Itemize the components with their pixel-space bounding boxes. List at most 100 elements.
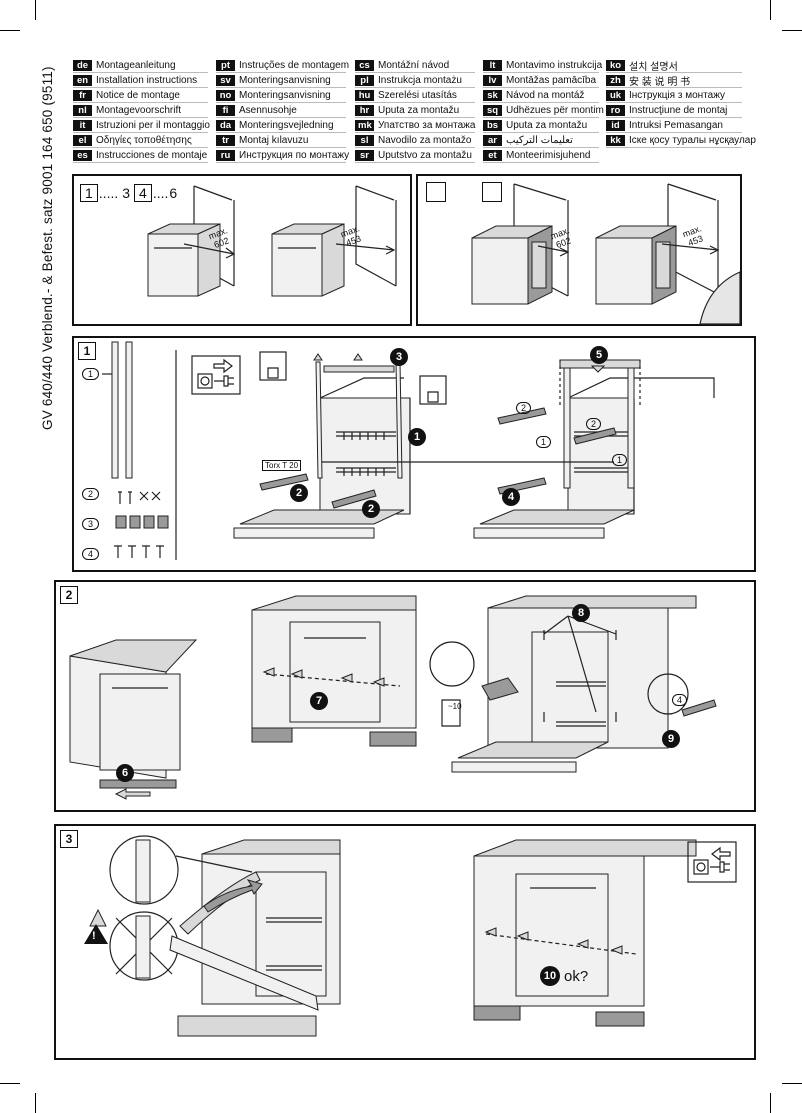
part-callout: 4 xyxy=(672,694,688,706)
ok-check: 10 ok? xyxy=(540,966,588,986)
language-title: Installation instructions xyxy=(96,74,198,86)
language-code: cs xyxy=(355,59,374,71)
language-code: id xyxy=(606,119,625,131)
panel-overview-right: max.602 max.453 xyxy=(416,174,742,326)
crop-mark xyxy=(0,30,20,31)
language-title: Instrukcja montażu xyxy=(378,74,462,86)
language-code: sk xyxy=(483,89,502,101)
language-title: Asennusohje xyxy=(239,104,297,116)
language-row: id Intruksi Pemasangan xyxy=(606,118,742,133)
language-row: ro Instrucţiune de montaj xyxy=(606,103,742,118)
language-code: lv xyxy=(483,74,502,86)
step-dots: .... xyxy=(152,185,169,201)
language-row: uk Інструкція з монтажу xyxy=(606,88,742,103)
step-bubble: 3 xyxy=(390,348,408,366)
step-2-illustration xyxy=(69,595,717,800)
part-number-label: 1 xyxy=(82,368,100,380)
language-code: pt xyxy=(216,59,235,71)
panel-number: 1 xyxy=(78,342,96,360)
language-code: es xyxy=(73,149,92,161)
language-title: 설치 설명서 xyxy=(629,61,678,73)
language-title: Інструкція з монтажу xyxy=(629,89,726,101)
language-title: Monteerimisjuhend xyxy=(506,149,591,161)
language-title: 安 装 说 明 书 xyxy=(629,76,691,88)
language-code: uk xyxy=(606,89,625,101)
step-3-illustration xyxy=(89,835,737,1037)
panel-number: 2 xyxy=(60,586,78,604)
step-dots: ..... xyxy=(98,185,119,201)
dimension-label: ~10 xyxy=(448,702,462,711)
product-code-label: GV 640/440 Verblend.- & Befest. satz 900… xyxy=(40,66,55,430)
warning-icon xyxy=(84,924,108,944)
step-bubble: 9 xyxy=(662,730,680,748)
part-callout: 2 xyxy=(586,418,602,430)
language-code: sl xyxy=(355,134,374,146)
step-bubble: 4 xyxy=(502,488,520,506)
ok-label: ok? xyxy=(564,967,589,985)
step-bubble: 2 xyxy=(290,484,308,502)
language-code: ro xyxy=(606,104,625,116)
step-bubble: 2 xyxy=(362,500,380,518)
crop-mark xyxy=(35,1093,36,1113)
language-title: Montageanleitung xyxy=(96,59,176,71)
language-title: Упатство за монтажа xyxy=(378,119,476,131)
language-title: Uputa za montažu xyxy=(506,119,588,131)
language-title: Udhëzues për montim xyxy=(506,104,604,116)
crop-mark xyxy=(0,1083,20,1084)
language-code: pl xyxy=(355,74,374,86)
panel-number: 3 xyxy=(60,830,78,848)
language-title: Montaj kılavuzu xyxy=(239,134,309,146)
step-box-1: 1 xyxy=(80,184,98,202)
warning-icon-mark: ! xyxy=(92,930,96,942)
step-bubble: 10 xyxy=(540,966,560,986)
step-bubble: 8 xyxy=(572,604,590,622)
part-number-label: 4 xyxy=(82,548,100,560)
checkbox-empty xyxy=(426,182,446,202)
language-title: Іске қосу туралы нұсқаулар xyxy=(629,134,756,146)
language-title: Monteringsanvisning xyxy=(239,74,331,86)
language-title: Monteringsanvisning xyxy=(239,89,331,101)
step-number: 3 xyxy=(122,185,131,201)
language-code: da xyxy=(216,119,235,131)
language-code: no xyxy=(216,89,235,101)
language-row: et Monteerimisjuhend xyxy=(483,148,599,163)
language-title: Instrucţiune de montaj xyxy=(629,104,728,116)
part-callout: 1 xyxy=(612,454,628,466)
language-code: et xyxy=(483,149,502,161)
step-bubble: 6 xyxy=(116,764,134,782)
language-title: Οδηγίες τοποθέτησης xyxy=(96,134,192,146)
language-code: it xyxy=(73,119,92,131)
language-row: pl Instrukcja montażu xyxy=(355,73,475,88)
language-title: Intruksi Pemasangan xyxy=(629,119,723,131)
crop-mark xyxy=(35,0,36,20)
step-number: 6 xyxy=(169,185,178,201)
checkbox-empty xyxy=(482,182,502,202)
part-number-label: 2 xyxy=(82,488,100,500)
